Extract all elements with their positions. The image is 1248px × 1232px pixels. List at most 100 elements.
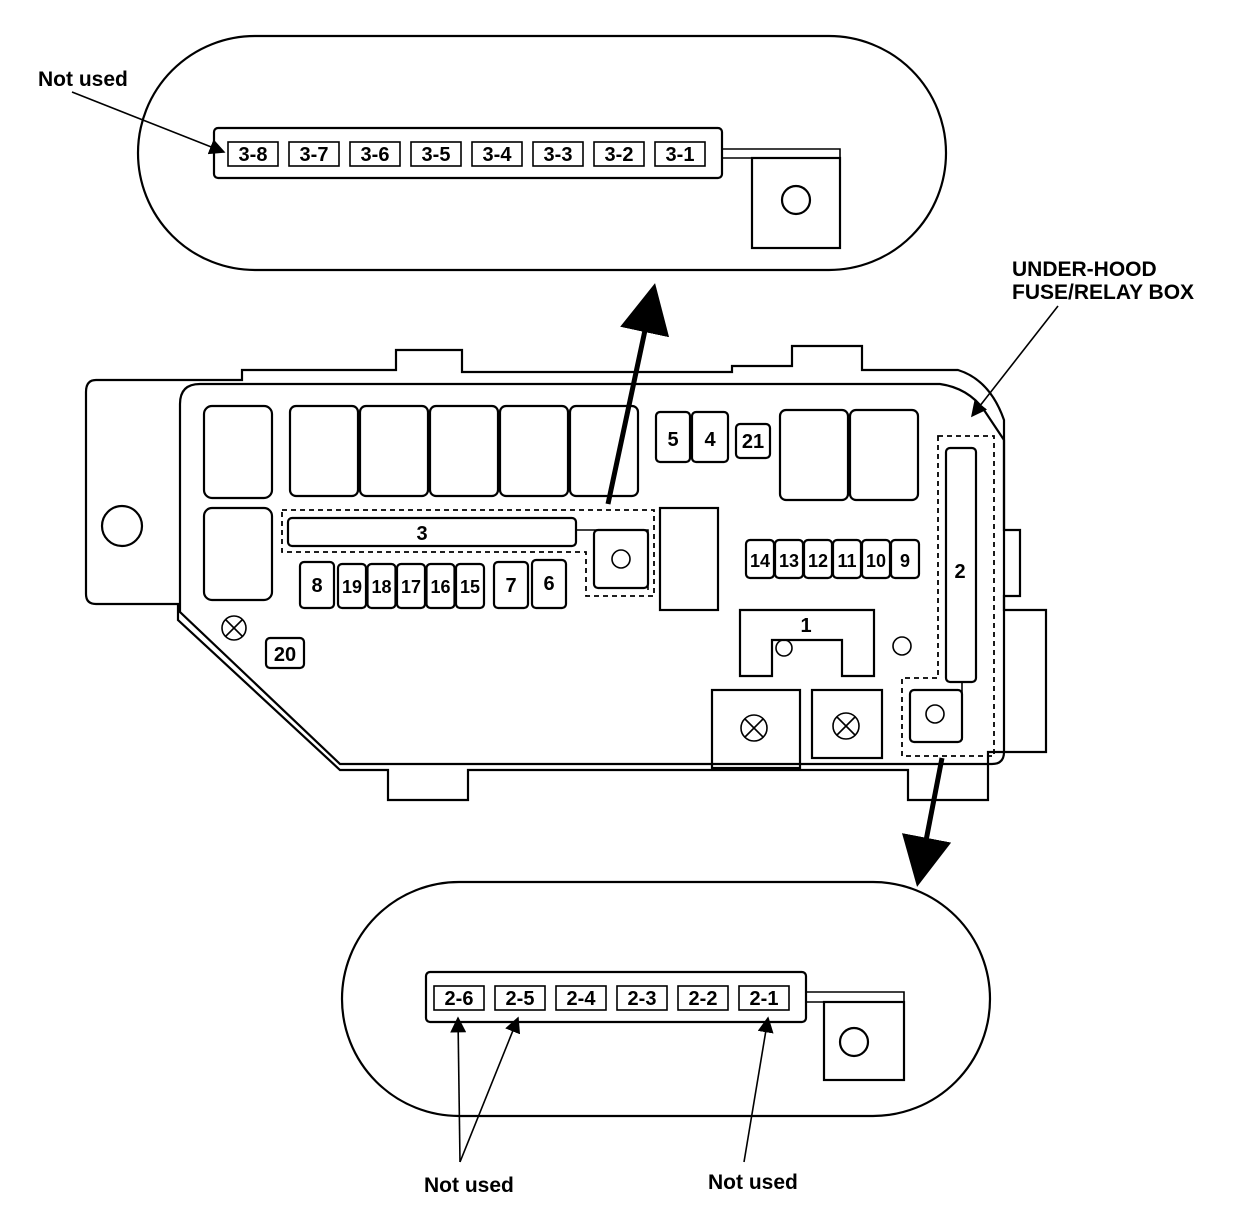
bottom-bolt-bracket: [822, 1000, 906, 1082]
fuse-3-4: [471, 141, 523, 167]
bottom-fuse-row: 2-6 2-5 2-4 2-3 2-2 2-1: [433, 985, 790, 1011]
fuse-9: [889, 538, 921, 580]
fuse-16-label: 16: [430, 577, 450, 597]
fuse-2-5: [494, 985, 546, 1011]
fuse-11-label: 11: [837, 551, 856, 571]
bottom-not-used-arrow-b: [459, 1016, 521, 1163]
fuse-3-1: [654, 141, 706, 167]
bottom-bolt-hole: [838, 1026, 870, 1058]
fuse-15: [454, 562, 486, 610]
fuse-13-label: 13: [779, 551, 799, 571]
fuse-3-8: [227, 141, 279, 167]
bottom-not-used-arrow-c: [743, 1016, 774, 1163]
fuse-3-3: [532, 141, 584, 167]
relay-d: [358, 404, 430, 498]
top-detail-outline: [136, 34, 948, 272]
terminal-screw-a: [740, 714, 768, 742]
fuse-14-label: 14: [750, 551, 770, 571]
fuse-3-2: [593, 141, 645, 167]
fuse-3-6-label: 3-6: [361, 144, 390, 166]
fuse-21: [734, 422, 772, 460]
fuse-12-label: 12: [808, 551, 828, 571]
fuse-8: [298, 560, 336, 610]
fuse-2-1-label: 2-1: [750, 988, 779, 1010]
fuse-15-label: 15: [460, 577, 480, 597]
fuse-18-label: 18: [371, 577, 391, 597]
fuse-3-8-label: 3-8: [239, 144, 268, 166]
arrow-to-bottom-detail: [902, 757, 952, 887]
arrow-to-top-detail: [605, 283, 670, 505]
strip-2-dashed-outline: [901, 435, 995, 757]
relay-h: [778, 408, 850, 502]
fuse-2-4-label: 2-4: [567, 988, 597, 1010]
box-title-line-2: FUSE/RELAY BOX: [1012, 281, 1194, 304]
strip-3-bolt: [611, 549, 631, 569]
fuse-19: [336, 562, 368, 610]
fuse-2-3-label: 2-3: [628, 988, 657, 1010]
top-bolt-hole: [780, 184, 812, 216]
box-outer-housing: [84, 344, 1048, 802]
bottom-not-used-right: Not used: [708, 1171, 798, 1194]
strip-2-bolt: [925, 704, 945, 724]
bottom-detail-view: 2-6 2-5 2-4 2-3 2-2 2-1 Not used Not used: [340, 880, 992, 1197]
fuse-3-1-label: 3-1: [666, 144, 695, 166]
fuse-17-label: 17: [401, 577, 421, 597]
fuse-2-label: 2: [954, 561, 965, 583]
strip-3-dashed-outline: [281, 509, 655, 597]
top-not-used-arrow: [71, 91, 226, 155]
fuse-17: [395, 562, 427, 610]
fuse-3-4-label: 3-4: [483, 144, 513, 166]
fuse-5: [654, 410, 692, 464]
fuse-strip-2: [944, 446, 978, 684]
box-inner-panel: [178, 382, 1006, 766]
strip-2-bolt-bracket: [908, 688, 964, 744]
terminal-box-b: [810, 688, 884, 760]
fuse-2-3: [616, 985, 668, 1011]
fuse-2-5-label: 2-5: [506, 988, 535, 1010]
fuse-9-label: 9: [900, 551, 910, 571]
terminal-screw-b: [832, 712, 860, 740]
fuse-8-label: 8: [311, 575, 322, 597]
top-bolt-bracket: [750, 156, 842, 250]
relay-i: [848, 408, 920, 502]
fuse-2-4: [555, 985, 607, 1011]
fuse-2-6: [433, 985, 485, 1011]
fuse-20-label: 20: [274, 644, 296, 666]
fuse-3-2-label: 3-2: [605, 144, 634, 166]
fuse-3-5: [410, 141, 462, 167]
fuse-4-label: 4: [704, 429, 716, 451]
box-title: UNDER-HOOD FUSE/RELAY BOX: [971, 258, 1194, 418]
relay-e: [428, 404, 500, 498]
relay-b: [202, 506, 274, 602]
fuse-3-6: [349, 141, 401, 167]
fuse-16: [425, 562, 456, 610]
box-hole-right: [892, 636, 912, 656]
fuse-2-6-label: 2-6: [445, 988, 474, 1010]
relay-a: [202, 404, 274, 500]
bottom-not-used-left: Not used: [424, 1174, 514, 1197]
relay-g: [568, 404, 640, 498]
fuse-21-label: 21: [742, 431, 764, 453]
fuse-3-7: [288, 141, 340, 167]
fuse-2-2-label: 2-2: [689, 988, 718, 1010]
fuse-1: [738, 608, 876, 678]
box-title-line-1: UNDER-HOOD: [1012, 258, 1157, 281]
fuse-3-7-label: 3-7: [300, 144, 329, 166]
fuse-7-label: 7: [505, 575, 516, 597]
fuse-5-label: 5: [667, 429, 678, 451]
fuse-2-2: [677, 985, 729, 1011]
relay-c: [288, 404, 360, 498]
fuse-18: [366, 562, 397, 610]
screw-left: [221, 615, 247, 641]
fuse-strip-2-detail: [424, 970, 808, 1024]
fuse-4: [690, 410, 730, 464]
fuse-20: [264, 636, 306, 670]
fuse-3-5-label: 3-5: [422, 144, 451, 166]
strip-3-bolt-bracket: [592, 528, 650, 590]
top-not-used-label: Not used: [38, 68, 128, 91]
